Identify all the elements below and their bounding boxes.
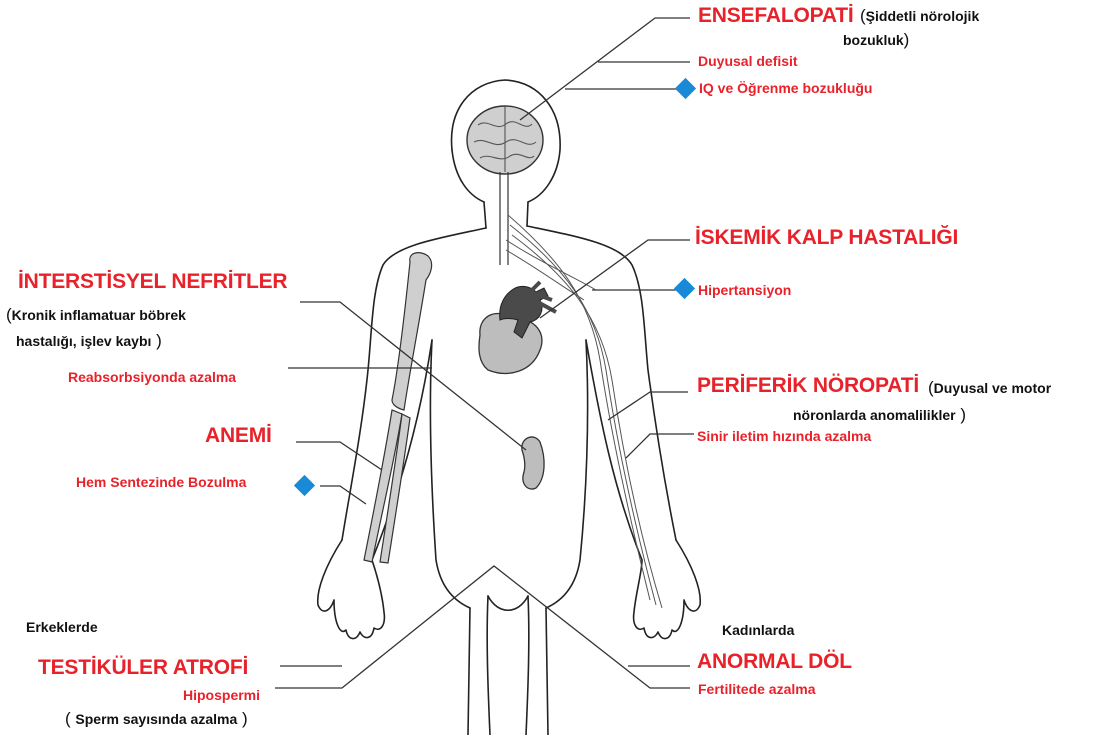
hipertansiyon-diamond-icon (674, 278, 695, 299)
kronik-2-text: hastalığı, işlev kaybı (16, 333, 151, 349)
brain (467, 106, 543, 265)
ensefalopati-title: ENSEFALOPATİ (698, 4, 854, 28)
hipertansiyon-label: Hipertansiyon (698, 282, 791, 298)
anormal-dol-title: ANORMAL DÖL (697, 650, 852, 674)
hipospermi-label: Hipospermi (183, 687, 260, 703)
periferik-note-line2: nöronlarda anomalilikler ) (793, 405, 966, 425)
body-outline (318, 80, 701, 735)
ensefalopati-note-2-text: bozukluk (843, 32, 904, 48)
sinir-label: Sinir iletim hızında azalma (697, 428, 871, 444)
periferik-note-line1: (Duyusal ve motor (928, 378, 1051, 398)
sperm-text: Sperm sayısında azalma (75, 711, 237, 727)
iq-label: IQ ve Öğrenme bozukluğu (699, 80, 872, 96)
kronik-1-text: Kronik inflamatuar böbrek (12, 307, 186, 323)
testikuler-atrofi-title: TESTİKÜLER ATROFİ (38, 656, 248, 680)
periferik-title: PERİFERİK NÖROPATİ (697, 374, 919, 398)
iq-diamond-icon (675, 78, 696, 99)
ensefalopati-note-line2: bozukluk) (843, 30, 909, 50)
iskemik-title: İSKEMİK KALP HASTALIĞI (695, 226, 958, 250)
duyusal-defisit-label: Duyusal defisit (698, 53, 798, 69)
erkeklerde-label: Erkeklerde (26, 619, 98, 635)
kadinlarda-label: Kadınlarda (722, 622, 794, 638)
hem-diamond-icon (294, 475, 315, 496)
interstisyel-title: İNTERSTİSYEL NEFRİTLER (18, 270, 287, 294)
reabsorbsiyon-label: Reabsorbsiyonda azalma (68, 369, 236, 385)
ensefalopati-note-1-text: Şiddetli nörolojik (866, 8, 980, 24)
fertilite-label: Fertilitede azalma (698, 681, 816, 697)
ensefalopati-note-line1: (Şiddetli nörolojik (860, 6, 979, 26)
peripheral-nerves (506, 215, 662, 608)
sperm-line: ( Sperm sayısında azalma ) (65, 709, 248, 729)
kronik-line2: hastalığı, işlev kaybı ) (16, 331, 162, 351)
anemi-title: ANEMİ (205, 424, 272, 448)
heart (479, 282, 556, 373)
kidney (522, 437, 544, 489)
periferik-note-1-text: Duyusal ve motor (934, 380, 1051, 396)
hem-sentezi-label: Hem Sentezinde Bozulma (76, 474, 246, 490)
kronik-line1: (Kronik inflamatuar böbrek (6, 305, 186, 325)
periferik-note-2-text: nöronlarda anomalilikler (793, 407, 956, 423)
